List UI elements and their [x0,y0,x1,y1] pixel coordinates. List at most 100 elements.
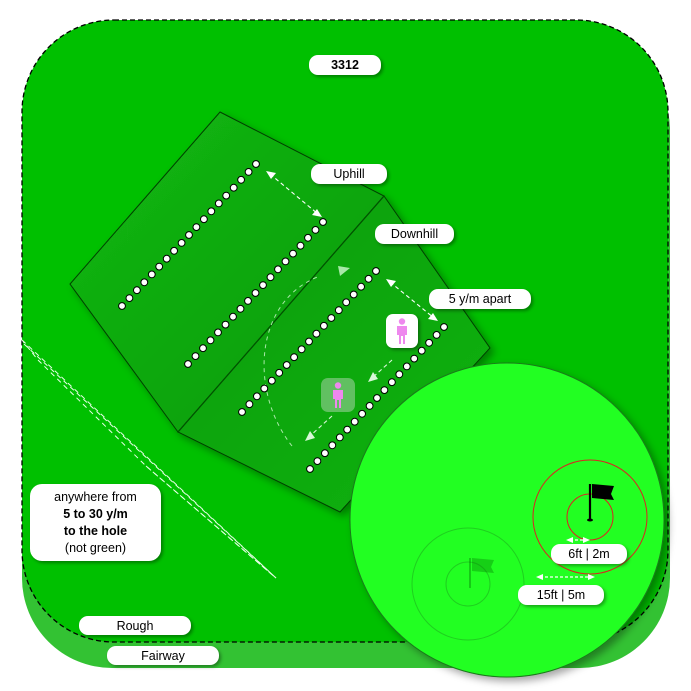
travel-arrow-head [338,266,350,276]
golf-ball [244,168,253,176]
player-uphill [386,314,418,348]
golf-ball [229,312,237,321]
spacing-label: 5 y/m apart [429,289,531,309]
golf-ball [236,304,245,313]
golf-ball [185,231,193,239]
spacing-arrow-head-c [386,279,396,287]
golf-ball [206,336,215,345]
golf-ball [260,384,269,393]
golf-ball [328,441,337,450]
uphill-label: Uphill [311,164,387,184]
golf-ball [289,249,297,258]
ball-line-downhill-1 [238,267,380,416]
outer-ring-faded [411,527,525,641]
golf-ball [311,226,320,234]
inner-ring-faded [445,561,491,607]
person-icon-faded [333,382,343,408]
outer-ring-target [532,459,648,575]
putting-green [349,362,665,678]
golf-ball [320,321,328,330]
golf-ball [118,302,126,310]
golf-ball [365,402,374,410]
fairway-label: Fairway [107,646,219,665]
ball-line-downhill-2 [306,323,448,473]
travel-path [263,275,321,447]
golf-ball [267,376,276,385]
golf-ball [245,400,254,409]
golf-ball [199,344,207,353]
player-downhill [321,378,355,412]
slope-ridge [177,195,385,433]
player-move-arrows [309,359,393,437]
golf-ball [440,323,448,331]
golf-ball [214,328,222,337]
distance-note-line1: anywhere from [54,489,137,504]
golf-ball [275,368,284,377]
distance-note-line2: 5 to 30 y/m [63,506,128,521]
inner-arrow-head-a [566,537,573,543]
golf-ball [251,289,260,297]
golf-ball [425,338,434,347]
rough-label: Rough [79,616,191,635]
play-zone-outline [21,339,277,579]
golf-ball [358,409,367,418]
distance-note-line4: (not green) [64,540,127,555]
golf-ball [133,286,141,295]
golf-ball [417,346,426,355]
flag-icon-faded [469,558,494,588]
golf-ball [306,465,314,473]
golf-ball [343,425,352,434]
golf-ball [170,246,179,255]
golf-ball [373,394,381,402]
golf-ball [342,298,351,307]
golf-ball [327,314,336,322]
play-zone-edge-2 [145,465,277,579]
golf-ball [395,370,404,379]
golf-ball [229,183,238,192]
golf-ball [244,297,252,305]
golf-ball [282,361,291,369]
golf-ball [140,278,149,287]
ball-line-uphill-2 [184,218,327,368]
spacing-arrow-head-a [266,171,276,179]
person-icon [397,318,407,344]
golf-ball [259,281,267,290]
golf-ball [192,223,201,232]
golf-ball [321,449,329,458]
golf-ball [372,267,380,275]
golf-ball [238,408,246,416]
golf-ball [335,433,344,442]
golf-ball [184,360,192,368]
golf-ball [253,392,261,401]
golf-ball [266,273,275,282]
ball-lines [118,160,448,473]
play-zone-edge [23,343,277,579]
distance-note-line3: to the hole [63,523,128,538]
golf-ball [200,215,208,224]
golf-ball [222,191,231,200]
spacing-arrow-head-d [428,313,438,321]
golf-ball [304,233,312,242]
outer-arrow-head-a [536,574,543,580]
golf-ball [214,199,223,208]
golf-ball [334,306,343,315]
golf-ball [380,386,389,395]
golf-ball [357,282,366,291]
spacing-arrow-downhill [389,281,435,319]
golf-ball [296,241,305,250]
golf-ball [410,354,419,363]
golf-ball [297,345,306,354]
golf-ball [313,457,322,466]
inner-ring-label: 6ft | 2m [551,544,627,564]
golf-ball [290,353,299,362]
golf-ball [305,337,313,346]
flag-icon [587,484,614,522]
golf-ball [162,254,171,263]
golf-ball [237,175,246,184]
spacing-arrow-head-b [312,209,322,217]
golf-ball [364,274,373,283]
outer-arrow-head-b [588,574,595,580]
spacing-arrow-uphill [269,173,319,215]
golf-ball [388,378,396,387]
golf-ball [177,239,186,247]
